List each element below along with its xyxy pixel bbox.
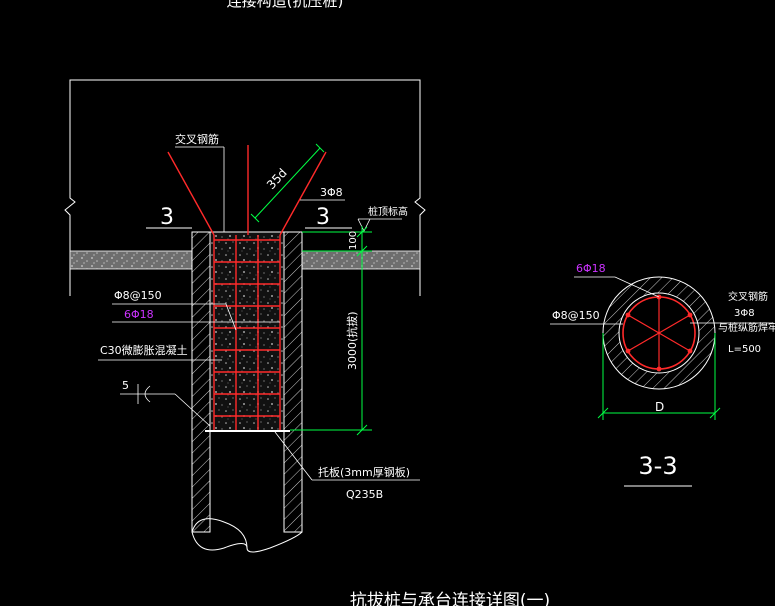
svg-text:桩顶标高: 桩顶标高: [368, 205, 408, 218]
label-cross-bar: 交叉钢筋: [175, 132, 225, 232]
top-title: 连接构造(抗压桩): [227, 0, 344, 10]
svg-text:3: 3: [316, 205, 330, 230]
svg-text:交叉钢筋: 交叉钢筋: [175, 132, 219, 146]
svg-text:Φ8@150: Φ8@150: [552, 309, 600, 322]
label-main-bar: 6Φ18: [112, 308, 280, 323]
svg-text:Q235B: Q235B: [346, 488, 383, 501]
section-cross-bar-label: 交叉钢筋 3Φ8 与桩纵筋焊牢 L=500: [690, 290, 775, 355]
svg-text:交叉钢筋: 交叉钢筋: [728, 290, 768, 303]
dim-100-text: 100: [348, 231, 359, 250]
svg-text:6Φ18: 6Φ18: [124, 308, 154, 321]
bottom-title: 抗拔桩与承台连接详图(一): [350, 591, 550, 606]
slab-band: [69, 250, 421, 270]
svg-text:3Φ8: 3Φ8: [320, 186, 343, 199]
dimension-vertical: [290, 226, 372, 436]
section-diameter-text: D: [655, 400, 664, 414]
svg-text:3: 3: [160, 205, 174, 230]
rebar-cage: [167, 145, 327, 430]
svg-text:5: 5: [122, 379, 129, 392]
label-stirrup: Φ8@150: [112, 289, 237, 331]
svg-text:与桩纵筋焊牢: 与桩纵筋焊牢: [718, 321, 775, 334]
dim-3000-text: 3000(抗拔): [345, 311, 359, 370]
anchorage-dimension: 35d: [250, 143, 325, 223]
svg-text:3-3: 3-3: [638, 452, 677, 480]
weld-symbol: 5: [120, 379, 211, 427]
section-title: 3-3: [624, 452, 692, 487]
svg-text:35d: 35d: [264, 166, 290, 192]
section-main-bar-label: 6Φ18: [574, 262, 660, 298]
svg-text:L=500: L=500: [728, 344, 761, 355]
svg-text:托板(3mm厚钢板): 托板(3mm厚钢板): [318, 465, 410, 479]
pile-body: [191, 231, 303, 553]
section-marker-left: 3: [146, 205, 192, 230]
svg-text:6Φ18: 6Φ18: [576, 262, 606, 275]
svg-text:C30微膨胀混凝土: C30微膨胀混凝土: [100, 343, 188, 357]
section-stirrup-label: Φ8@150: [550, 309, 623, 325]
label-top-bar: 3Φ8: [300, 186, 345, 201]
pile-cap-outline: [64, 79, 426, 296]
label-plate: 托板(3mm厚钢板) Q235B: [274, 431, 420, 501]
section-diameter-dim: [597, 333, 721, 420]
label-concrete: C30微膨胀混凝土: [98, 343, 222, 361]
section-marker-right: 3: [305, 205, 352, 230]
section-3-3-drawing: [602, 276, 716, 390]
svg-text:3Φ8: 3Φ8: [734, 308, 755, 319]
svg-text:Φ8@150: Φ8@150: [114, 289, 162, 302]
top-elevation-mark: 桩顶标高: [357, 205, 408, 232]
